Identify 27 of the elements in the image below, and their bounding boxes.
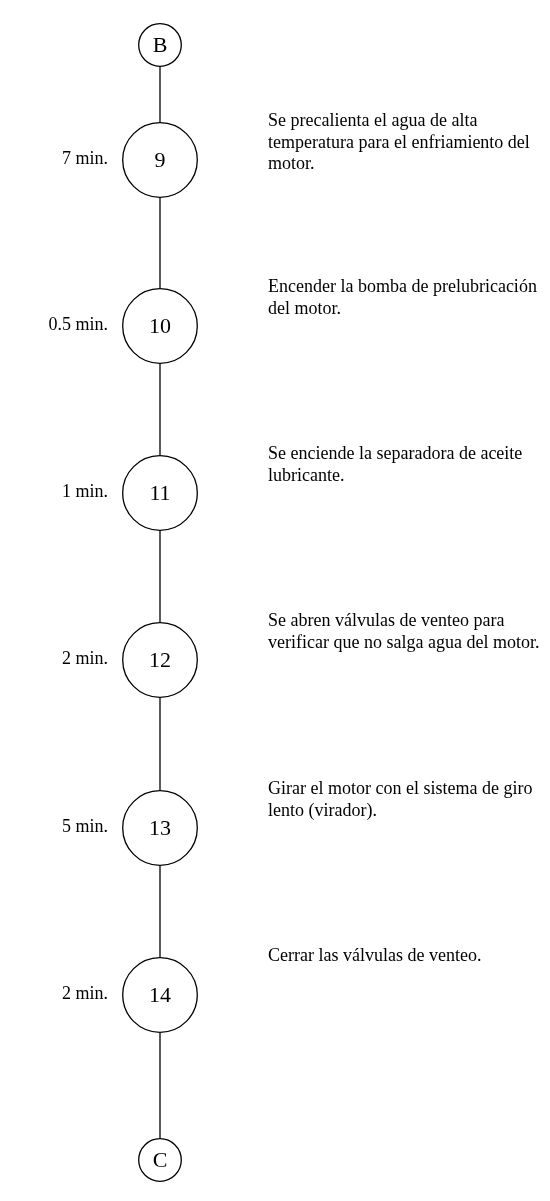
- connector-line: [159, 865, 161, 958]
- duration-label: 2 min.: [62, 983, 108, 1004]
- step-number: 14: [149, 982, 171, 1008]
- connector-line: [159, 197, 161, 289]
- step-description: Se abren válvulas de venteo para verificar que no salga agua del motor.: [268, 610, 541, 654]
- step-number: 10: [149, 313, 171, 339]
- step-number: C: [152, 1147, 168, 1173]
- duration-label: 0.5 min.: [48, 314, 108, 335]
- connector-line: [159, 66, 161, 123]
- step-description: Cerrar las válvulas de venteo.: [268, 945, 483, 967]
- duration-label: 1 min.: [62, 481, 108, 502]
- connector-line: [159, 697, 161, 791]
- step-description: Se precalienta el agua de alta temperatura para el enfriamiento del motor.: [268, 110, 531, 175]
- duration-label: 5 min.: [62, 816, 108, 837]
- connector-line: [159, 1032, 161, 1139]
- duration-label: 7 min.: [62, 148, 108, 169]
- step-description: Se enciende la separadora de aceite lubricante.: [268, 443, 524, 487]
- connector-line: [159, 363, 161, 456]
- step-description: Girar el motor con el sistema de giro lento (virador).: [268, 778, 534, 822]
- connector-line: [159, 530, 161, 623]
- step-number: 13: [149, 815, 171, 841]
- step-number: B: [152, 32, 168, 58]
- duration-label: 2 min.: [62, 648, 108, 669]
- step-number: 12: [149, 647, 171, 673]
- step-number: 11: [149, 480, 171, 506]
- step-description: Encender la bomba de prelubricación del motor.: [268, 276, 538, 320]
- step-number: 9: [154, 147, 166, 173]
